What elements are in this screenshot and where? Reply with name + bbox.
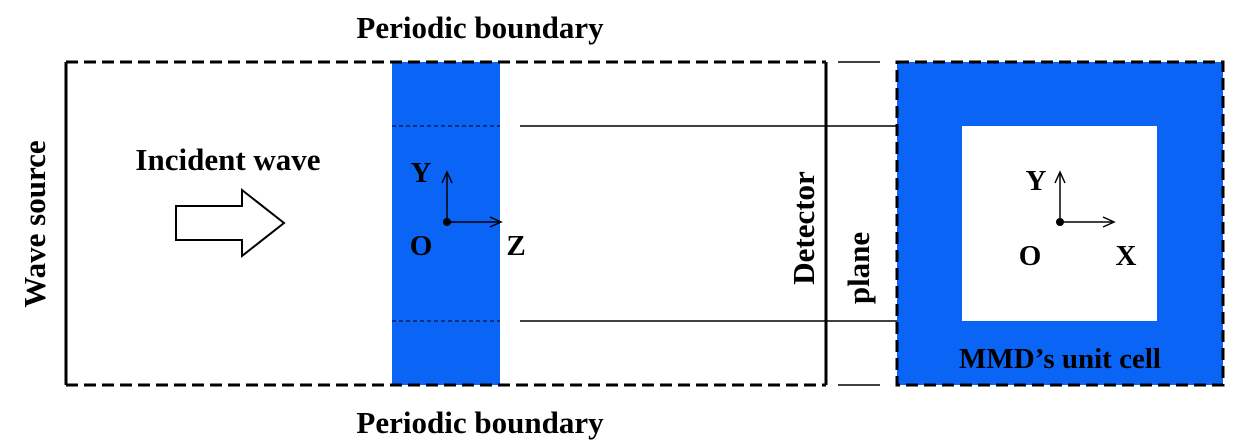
cell-x-arrowhead-icon: [1102, 216, 1116, 228]
unit-cell-axes: Y O X: [1019, 165, 1137, 272]
cell-x-label: X: [1116, 240, 1137, 272]
domain-dashed-boundary: [64, 60, 826, 387]
incident-wave-arrow-icon: [175, 187, 286, 259]
side-view-axes: Y O Z: [410, 157, 526, 262]
incident-wave-label: Incident wave: [135, 142, 320, 177]
periodic-boundary-bottom-label: Periodic boundary: [356, 405, 604, 440]
wave-source-label: Wave source: [17, 140, 52, 307]
unit-cell-label: MMD’s unit cell: [959, 343, 1161, 375]
plane-label: plane: [841, 232, 876, 304]
cell-origin-dot: [1056, 218, 1064, 226]
side-y-arrowhead-icon: [441, 170, 453, 184]
side-origin-dot: [443, 218, 451, 226]
side-origin-label: O: [410, 230, 433, 262]
cell-y-label: Y: [1026, 165, 1047, 197]
cell-y-arrowhead-icon: [1054, 170, 1066, 184]
side-y-label: Y: [411, 157, 432, 189]
unit-cell-dashed-border: [895, 60, 1225, 387]
cell-origin-label: O: [1019, 240, 1042, 272]
side-z-label: Z: [506, 230, 525, 262]
side-z-arrowhead-icon: [489, 216, 503, 228]
periodic-boundary-top-label: Periodic boundary: [356, 10, 604, 45]
unit-cell: MMD’s unit cell: [895, 60, 1225, 387]
detector-label: Detector: [786, 171, 821, 285]
